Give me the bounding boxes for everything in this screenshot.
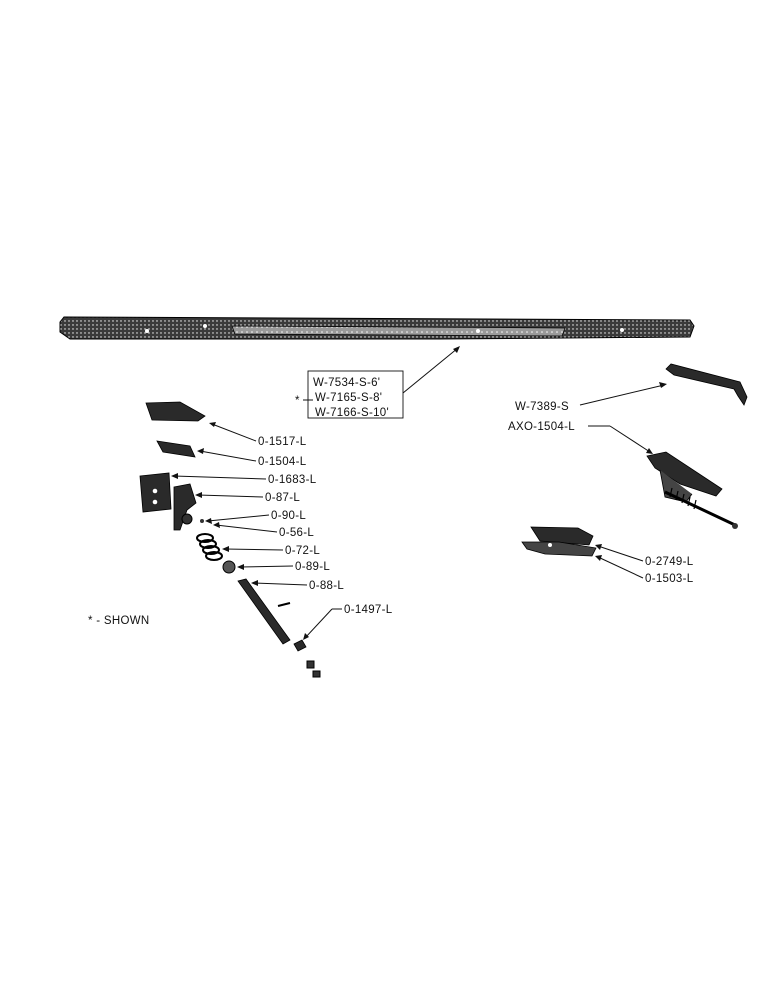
part-label-0-72-L: 0-72-L <box>285 545 320 557</box>
right-leaders <box>579 382 667 579</box>
left-parts-drawing <box>139 401 321 678</box>
cutter-bar-callout-box <box>307 370 404 419</box>
part-label-0-1497-L: 0-1497-L <box>344 604 393 616</box>
shown-marker: * <box>295 395 300 407</box>
right-parts-drawing <box>521 363 748 557</box>
cutter-bar-callout-6ft: W-7534-S-6' <box>313 377 380 389</box>
cutter-bar-callout-10ft: W-7166-S-10' <box>315 407 389 419</box>
cutter-bar-callout-8ft: W-7165-S-8' <box>315 392 382 404</box>
shown-legend: * - SHOWN <box>88 615 149 627</box>
cutter-bar-drawing <box>59 316 695 340</box>
part-label-0-87-L: 0-87-L <box>265 492 300 504</box>
part-label-0-1504-L: 0-1504-L <box>258 456 307 468</box>
part-label-0-1503-L: 0-1503-L <box>645 573 694 585</box>
left-leaders <box>171 422 342 640</box>
part-label-0-1683-L: 0-1683-L <box>268 474 317 486</box>
part-label-0-56-L: 0-56-L <box>279 527 314 539</box>
part-label-0-1517-L: 0-1517-L <box>258 436 307 448</box>
coil-spring-drawing <box>196 533 223 561</box>
part-label-W-7389-S: W-7389-S <box>515 401 569 413</box>
part-label-0-89-L: 0-89-L <box>295 561 330 573</box>
part-label-0-2749-L: 0-2749-L <box>645 556 694 568</box>
part-label-0-90-L: 0-90-L <box>271 510 306 522</box>
part-label-0-88-L: 0-88-L <box>309 580 344 592</box>
part-label-AXO-1504-L: AXO-1504-L <box>508 421 575 433</box>
